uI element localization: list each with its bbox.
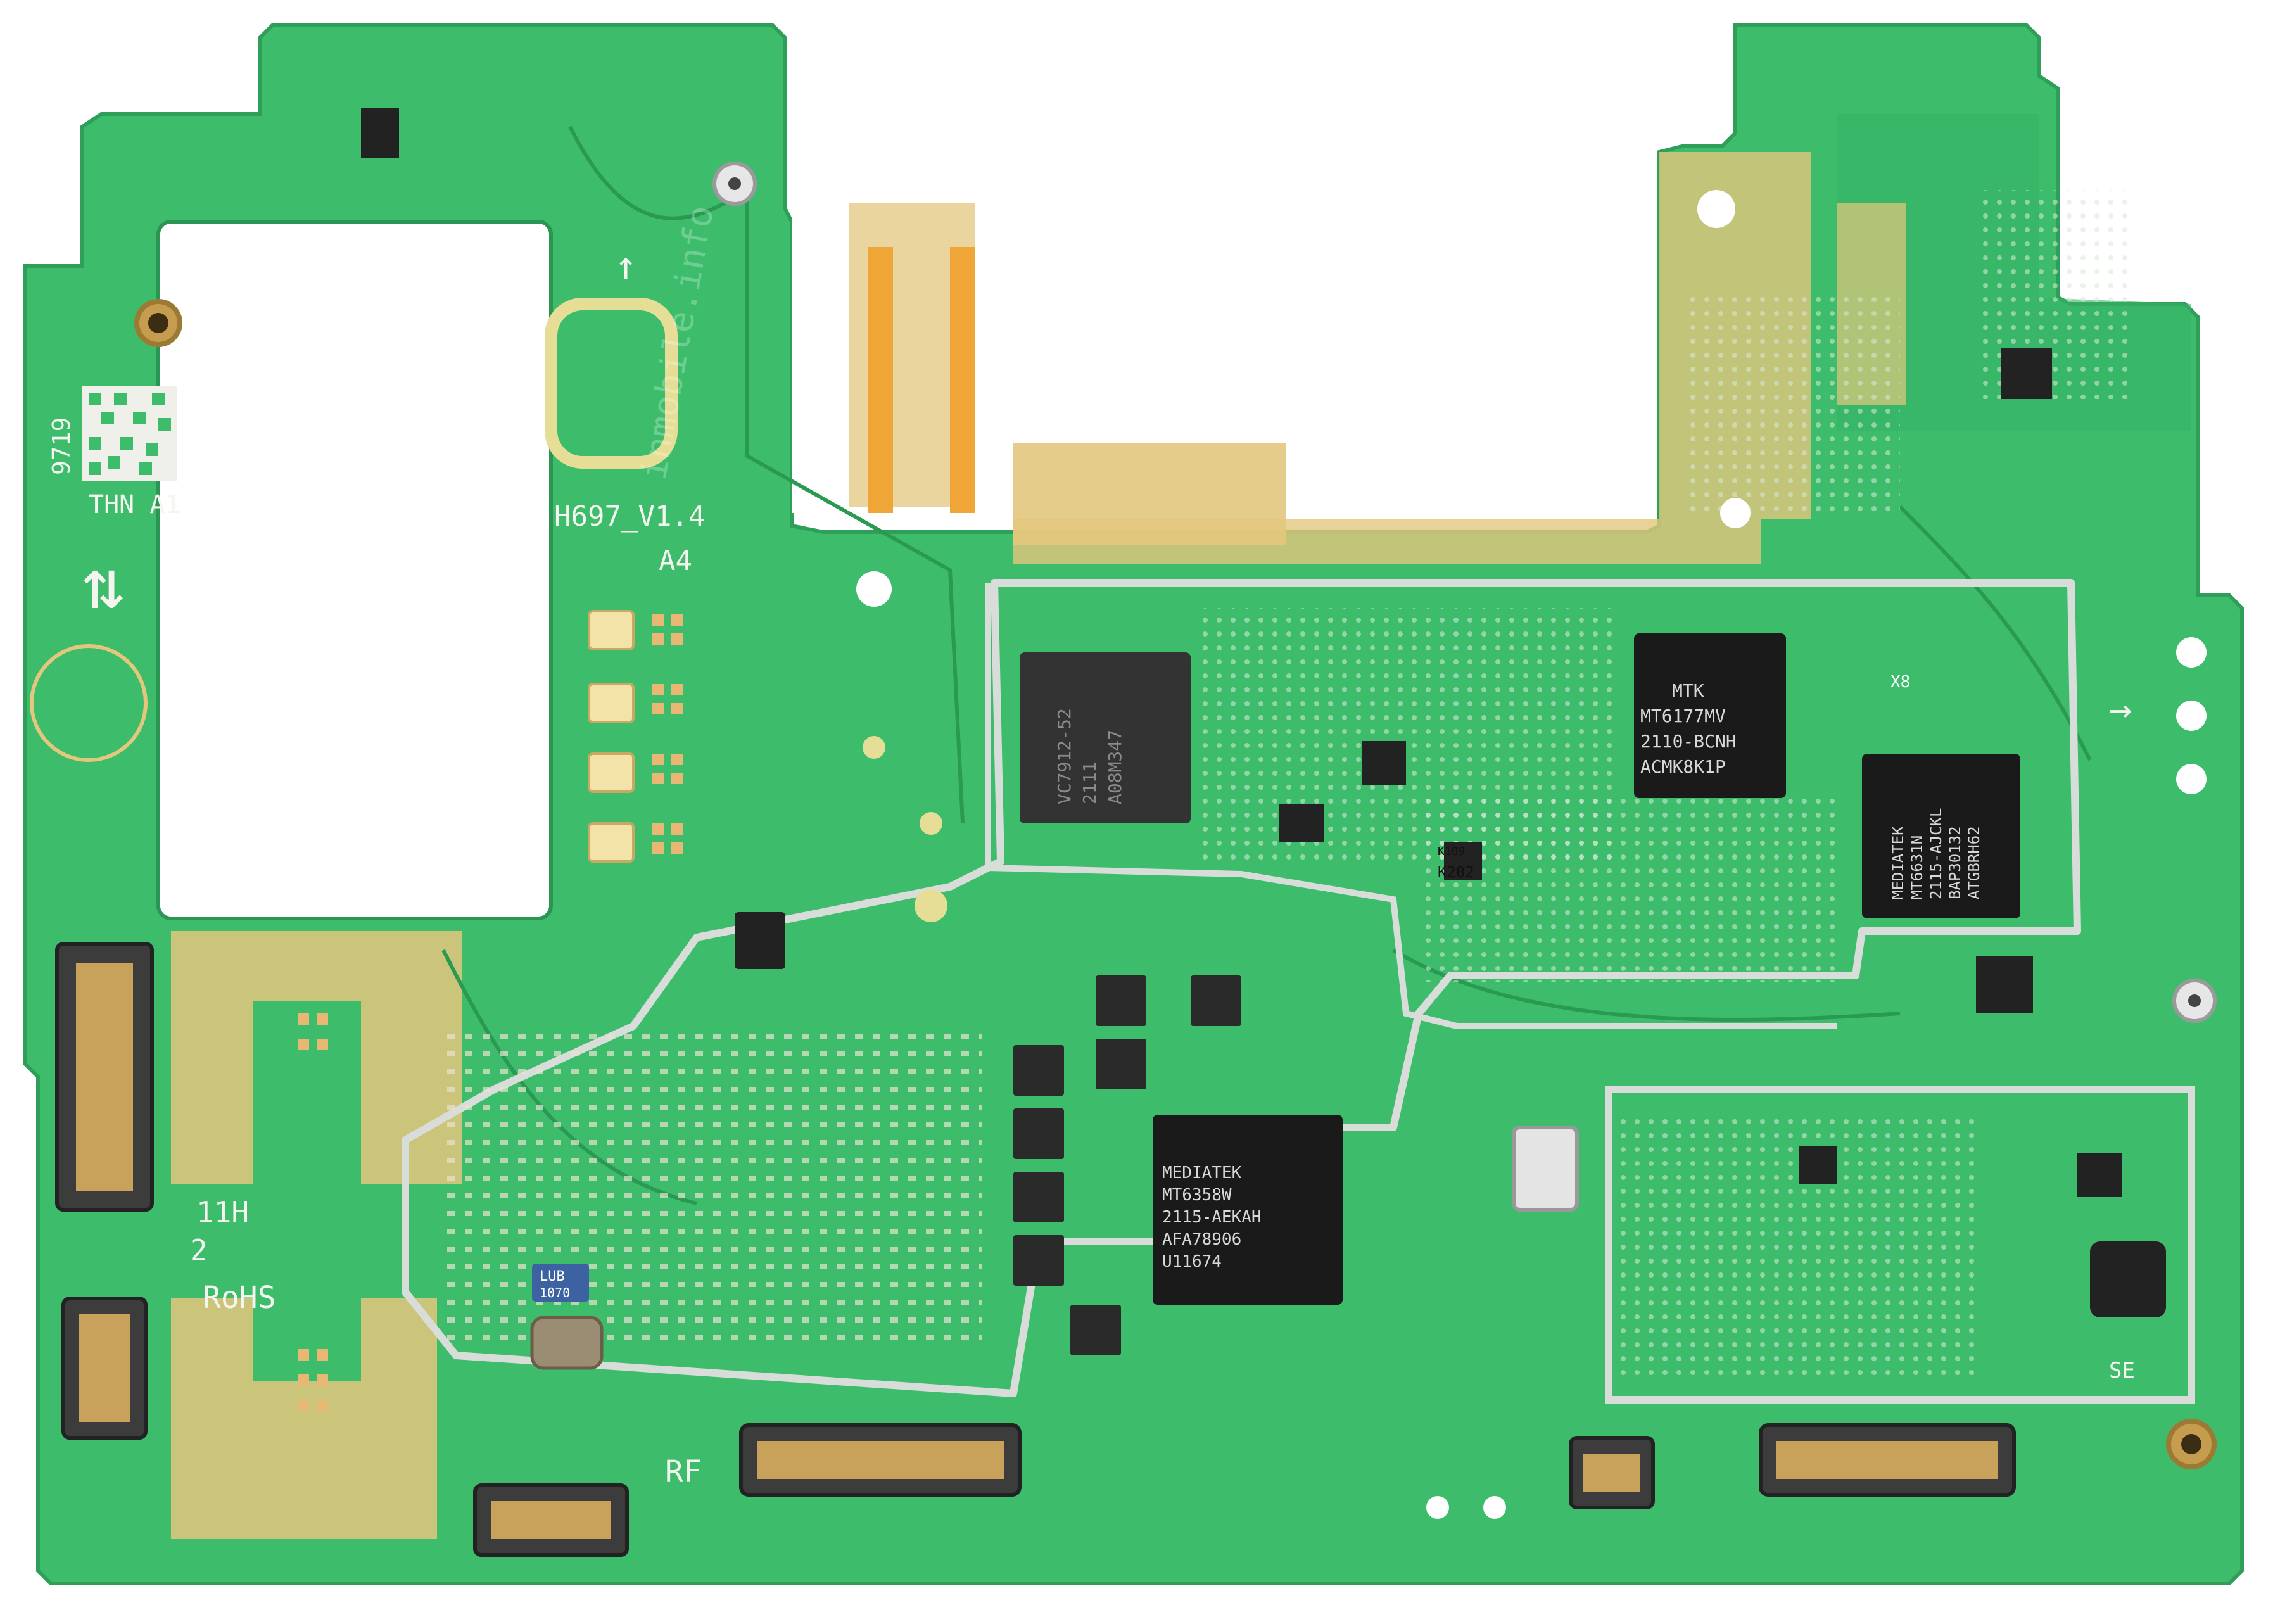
chip-wifi-text: MEDIATEK MT6631N 2115-AJCKL BAP30132 ATG… <box>1889 808 1983 900</box>
svg-text:MT6631N: MT6631N <box>1908 835 1926 899</box>
svg-text:2115-AJCKL: 2115-AJCKL <box>1927 808 1945 900</box>
board-vertical-code: 9719 <box>48 417 75 475</box>
white-hole-1 <box>856 571 892 607</box>
white-hole-7 <box>1426 1496 1449 1519</box>
mount-hole-4 <box>2181 1434 2201 1454</box>
component-field-5 <box>1685 291 1900 519</box>
chip-pa-vc7912 <box>1020 652 1191 823</box>
rf-label: RF <box>665 1454 702 1490</box>
chip-rf-mt6177 <box>1634 633 1786 798</box>
mount-hole-2 <box>148 313 168 333</box>
rohs-label: RoHS <box>203 1280 276 1316</box>
label-x8: X8 <box>1890 673 1910 692</box>
orientation-glyph-icon: ⇅ <box>82 543 124 625</box>
label-lub-code: 1070 <box>540 1285 570 1300</box>
white-hole-3 <box>1720 498 1751 528</box>
white-hole-2 <box>1697 190 1735 228</box>
chip-wifi-mt6631 <box>1862 754 2020 918</box>
camera-cutout <box>156 220 553 920</box>
chip-pmic-text: MEDIATEK MT6358W 2115-AEKAH AFA78906 U11… <box>1162 1164 1262 1271</box>
white-hole-5 <box>2176 701 2207 731</box>
btb-connector-left-inner <box>76 963 133 1191</box>
gold-pad-column <box>588 610 635 863</box>
svg-text:MT6358W: MT6358W <box>1162 1186 1232 1205</box>
chip-rf-text: MTK MT6177MV 2110-BCNH ACMK8K1P <box>1640 680 1737 777</box>
flex-connector-top-right <box>950 247 975 513</box>
white-hole-4 <box>2176 637 2207 668</box>
component-field-2 <box>1425 792 1837 982</box>
rf-coax-top-center <box>728 177 741 190</box>
svg-text:MTK: MTK <box>1672 680 1704 701</box>
white-hole-8 <box>1483 1496 1506 1519</box>
cutout-top-middle-a <box>792 215 836 513</box>
flex-connector-top-left <box>868 247 893 513</box>
lub-chip <box>532 1264 589 1302</box>
rf-coax-right-center <box>2188 994 2201 1007</box>
svg-text:A08M347: A08M347 <box>1105 730 1125 804</box>
chip-pa-text: VC7912-52 2111 A08M347 <box>1054 708 1125 804</box>
svg-text:ATGBRH62: ATGBRH62 <box>1965 826 1983 899</box>
svg-text:MEDIATEK: MEDIATEK <box>1162 1164 1242 1183</box>
round-pad-gold-2 <box>863 736 885 759</box>
small-chip-group <box>361 108 2166 1317</box>
btb-connector-bottom-2-inner <box>757 1441 1004 1479</box>
pad-pairs <box>298 614 683 1411</box>
board-model-label: H697_V1.4 <box>554 500 705 533</box>
btb-connector-left-2-inner <box>79 1314 130 1422</box>
label-se: SE <box>2109 1358 2135 1383</box>
board-revision-label: A4 <box>659 545 692 577</box>
chip-pmic-mt6358 <box>1153 1115 1343 1305</box>
qr-code-pattern <box>89 393 171 475</box>
btb-connector-bottom-3-inner <box>1583 1454 1640 1492</box>
svg-text:2110-BCNH: 2110-BCNH <box>1640 731 1737 752</box>
arrow-right-icon: → <box>2109 687 2132 732</box>
coil-pad <box>545 298 678 469</box>
board-date-code-2: 2 <box>190 1233 208 1267</box>
cutout-top-middle-b <box>982 228 1007 500</box>
inductor-group <box>1013 975 1241 1355</box>
trace-2 <box>745 190 965 824</box>
arrow-up-icon: ↑ <box>614 244 637 288</box>
gold-strip-top-2 <box>1013 519 1761 564</box>
svg-text:BAP30132: BAP30132 <box>1946 826 1964 899</box>
btb-connector-bottom-4-inner <box>1776 1441 1998 1479</box>
gold-left-lower-3 <box>253 1001 361 1381</box>
microphone <box>530 1316 604 1370</box>
svg-text:ACMK8K1P: ACMK8K1P <box>1640 756 1726 777</box>
board-date-code-1: 11H <box>196 1195 249 1229</box>
round-pad-gold-1 <box>915 889 947 922</box>
round-pad-gold-3 <box>920 812 942 835</box>
svg-text:VC7912-52: VC7912-52 <box>1054 708 1075 804</box>
svg-text:AFA78906: AFA78906 <box>1162 1230 1241 1249</box>
shield-outline-inner <box>985 583 1837 1029</box>
white-hole-6 <box>2176 764 2207 794</box>
svg-text:2111: 2111 <box>1079 762 1100 804</box>
trace-5 <box>1898 505 2092 761</box>
svg-text:U11674: U11674 <box>1162 1252 1222 1271</box>
component-field-3 <box>443 1026 982 1343</box>
svg-text:MEDIATEK: MEDIATEK <box>1889 826 1907 899</box>
shield-outline-right <box>1605 1086 2195 1404</box>
board-left-code: THN A1 <box>89 490 180 519</box>
svg-text:2115-AEKAH: 2115-AEKAH <box>1162 1208 1262 1227</box>
label-k202: K202 <box>1438 863 1474 881</box>
label-lub: LUB <box>540 1269 565 1285</box>
label-k109: K109 <box>1438 845 1465 858</box>
svg-text:MT6177MV: MT6177MV <box>1640 706 1726 726</box>
antenna-ring <box>30 644 148 762</box>
btb-connector-bottom-1-inner <box>491 1501 611 1539</box>
crystal-oscillator <box>1512 1126 1579 1212</box>
